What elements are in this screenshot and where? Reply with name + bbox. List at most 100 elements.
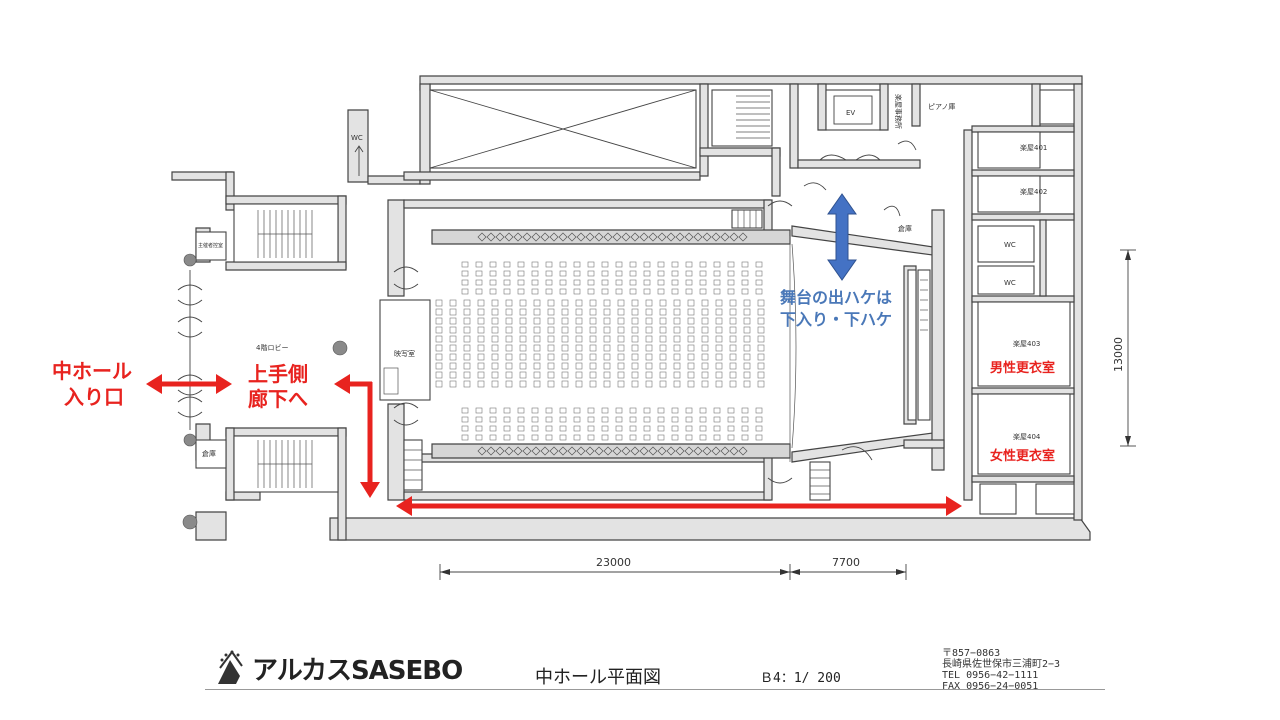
seat (461, 288, 469, 295)
seat (573, 425, 581, 432)
seat (685, 288, 693, 295)
balcony-seat (504, 446, 514, 456)
seat (547, 371, 555, 379)
seat (477, 344, 485, 352)
seat (673, 299, 681, 307)
seat (617, 380, 625, 388)
entrance-doors (177, 270, 203, 430)
seat (449, 371, 457, 379)
svg-text:EV: EV (846, 109, 855, 117)
seat (573, 407, 581, 414)
seat (673, 308, 681, 316)
seat (559, 416, 567, 423)
seat (715, 326, 723, 334)
seat (601, 407, 609, 414)
seat (575, 317, 583, 325)
seat (575, 344, 583, 352)
seat (531, 270, 539, 277)
seat (645, 380, 653, 388)
balcony-seat (639, 446, 649, 456)
logo-mark-icon (218, 650, 243, 684)
seat (545, 434, 553, 441)
seat (573, 270, 581, 277)
seat (741, 288, 749, 295)
seat (545, 261, 553, 268)
balcony-seat (495, 446, 505, 456)
seat (573, 416, 581, 423)
seat (491, 371, 499, 379)
seat (573, 434, 581, 441)
balcony-seat (540, 232, 550, 242)
red-arrows (146, 374, 962, 516)
stage-area (789, 154, 931, 462)
seat (561, 326, 569, 334)
entrance-label-line2: 入り口 (64, 385, 124, 409)
seat (701, 299, 709, 307)
footer-divider (205, 689, 1105, 690)
balcony-seat (495, 232, 505, 242)
seat (643, 288, 651, 295)
seat (519, 326, 527, 334)
seat (727, 288, 735, 295)
seat (671, 270, 679, 277)
stage-stairs (403, 209, 831, 501)
seat (659, 353, 667, 361)
seat (463, 371, 471, 379)
seat (657, 279, 665, 286)
seat (631, 362, 639, 370)
seat (491, 362, 499, 370)
seat (477, 371, 485, 379)
seat (573, 261, 581, 268)
seat (713, 270, 721, 277)
balcony-seat (603, 232, 613, 242)
seat (503, 407, 511, 414)
balcony-seat (729, 446, 739, 456)
svg-text:楽屋404: 楽屋404 (1013, 432, 1041, 441)
seat (547, 299, 555, 307)
seat (547, 344, 555, 352)
balcony-seat (531, 232, 541, 242)
seat (729, 308, 737, 316)
seat (757, 344, 765, 352)
seat (545, 407, 553, 414)
dimension-23000: 23000 (596, 556, 631, 569)
male-room-label: 男性更衣室 (990, 360, 1055, 376)
seat (673, 326, 681, 334)
seat (545, 279, 553, 286)
balcony-seat (702, 232, 712, 242)
seat (687, 308, 695, 316)
dimension-13000: 13000 (1112, 337, 1125, 372)
seat (575, 371, 583, 379)
seat (561, 371, 569, 379)
seat (659, 299, 667, 307)
seat (699, 425, 707, 432)
seat (645, 344, 653, 352)
seat (531, 425, 539, 432)
seat (687, 371, 695, 379)
piano-storage-label: ピアノ庫 (928, 102, 955, 111)
seat (531, 261, 539, 268)
svg-text:映写室: 映写室 (394, 349, 415, 358)
seat (533, 308, 541, 316)
seat (575, 308, 583, 316)
seat (741, 279, 749, 286)
seat (755, 279, 763, 286)
seat (449, 308, 457, 316)
seat (657, 434, 665, 441)
balcony-seat (666, 232, 676, 242)
balcony-seat (657, 446, 667, 456)
balcony-seat (549, 232, 559, 242)
seat (629, 288, 637, 295)
seat (503, 261, 511, 268)
seat (519, 371, 527, 379)
corridor-label-line1: 上手側 (248, 362, 308, 386)
balcony-seat (594, 446, 604, 456)
seat (699, 270, 707, 277)
seat (531, 279, 539, 286)
seat (589, 353, 597, 361)
balcony-seat (603, 446, 613, 456)
seat (715, 299, 723, 307)
seat (603, 299, 611, 307)
seat (631, 317, 639, 325)
seat (533, 371, 541, 379)
